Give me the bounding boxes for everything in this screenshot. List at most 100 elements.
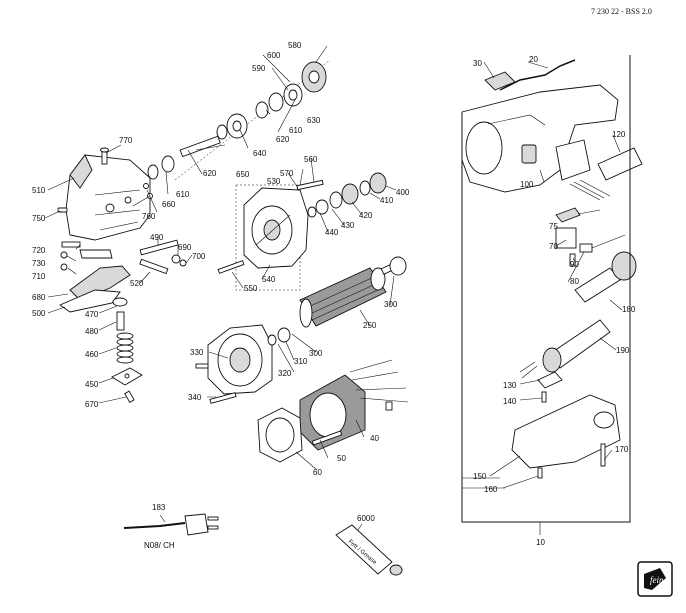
label-340: 340: [188, 393, 202, 402]
label-650: 650: [236, 170, 250, 179]
label-470: 470: [85, 310, 99, 319]
capacitor-120: [597, 147, 643, 181]
label-190: 190: [616, 346, 630, 355]
screw-170: [600, 443, 606, 467]
motor-assembly: [195, 256, 409, 463]
label-730: 730: [32, 259, 46, 268]
plug-caption: N08/ CH: [144, 541, 175, 550]
label-770: 770: [119, 136, 133, 145]
connector-80: [579, 243, 593, 253]
label-550: 550: [244, 284, 258, 293]
bearing-430: [329, 191, 343, 209]
label-70: 70: [549, 242, 558, 251]
label-120: 120: [612, 130, 626, 139]
label-80: 80: [570, 277, 579, 286]
label-610-b: 610: [176, 190, 190, 199]
label-250: 250: [363, 321, 377, 330]
pin-330: [195, 363, 209, 369]
ring-620: [216, 124, 228, 140]
label-720: 720: [32, 246, 46, 255]
screw-160: [537, 467, 543, 479]
gear-housing: [217, 172, 387, 291]
screw-140: [541, 391, 547, 403]
label-520: 520: [130, 279, 144, 288]
label-75: 75: [549, 222, 558, 231]
label-750: 750: [32, 214, 46, 223]
pin-520: [139, 258, 169, 275]
hook-20: [499, 59, 576, 91]
label-300-top: 300: [384, 300, 398, 309]
nut-710: [60, 263, 68, 271]
pad-30: [484, 71, 516, 91]
switch-module: [555, 139, 591, 181]
fein-logo: fein: [637, 561, 673, 597]
label-310: 310: [294, 357, 308, 366]
label-180: 180: [622, 305, 636, 314]
label-630: 630: [307, 116, 321, 125]
blade-500: [59, 289, 121, 313]
ring-620-b: [147, 164, 159, 180]
label-510: 510: [32, 186, 46, 195]
label-10: 10: [536, 538, 545, 547]
screw-730: [60, 251, 68, 259]
label-320: 320: [278, 369, 292, 378]
label-590: 590: [252, 64, 266, 73]
label-160: 160: [484, 485, 498, 494]
washer-300: [267, 334, 277, 346]
bushing-470: [112, 297, 128, 307]
bearing-310: [277, 327, 291, 343]
label-420: 420: [359, 211, 373, 220]
label-400: 400: [396, 188, 410, 197]
label-660: 660: [162, 200, 176, 209]
label-600: 600: [267, 51, 281, 60]
label-60: 60: [313, 468, 322, 477]
label-6000: 6000: [357, 514, 375, 523]
label-620: 620: [276, 135, 290, 144]
housing-flap: [69, 154, 93, 189]
label-700: 700: [192, 252, 206, 261]
assembly-frame: [461, 55, 631, 523]
label-30: 30: [473, 59, 482, 68]
label-150: 150: [473, 472, 487, 481]
label-50: 50: [337, 454, 346, 463]
gear-420: [341, 183, 359, 205]
screw-50: [311, 430, 343, 446]
label-410: 410: [380, 196, 394, 205]
bracket-75: [555, 207, 581, 223]
svg-text:fein: fein: [650, 575, 664, 585]
switch: [521, 144, 537, 164]
ring-610: [255, 101, 269, 119]
grease-tube-6000: Fett / Grease: [335, 524, 403, 576]
bottom-cover-150: [511, 394, 621, 469]
label-20: 20: [529, 55, 538, 64]
label-450: 450: [85, 380, 99, 389]
label-330: 330: [190, 348, 204, 357]
bolt-480: [116, 311, 125, 331]
shaft-490: [139, 239, 179, 256]
label-100: 100: [520, 180, 534, 189]
armature-250: [299, 263, 396, 328]
label-490: 490: [150, 233, 164, 242]
label-670: 670: [85, 400, 99, 409]
label-620-b: 620: [203, 169, 217, 178]
label-300: 300: [309, 349, 323, 358]
clip-700: [179, 259, 187, 267]
leader-lines: [44, 45, 623, 531]
bearing-300: [389, 256, 407, 276]
washer-530: [307, 206, 317, 218]
gear-400: [369, 172, 387, 194]
cable-guide-180: [574, 267, 621, 303]
label-130: 130: [503, 381, 517, 390]
screw-670: [124, 390, 135, 403]
ring-440: [315, 199, 329, 215]
label-90: 90: [570, 260, 579, 269]
screw-550: [217, 260, 245, 274]
label-640: 640: [253, 149, 267, 158]
spring-460: [116, 332, 134, 364]
bushing-610: [161, 155, 175, 173]
label-430: 430: [341, 221, 355, 230]
clamp-720: [61, 241, 81, 248]
label-530: 530: [267, 177, 281, 186]
handle-assembly: [461, 59, 643, 479]
